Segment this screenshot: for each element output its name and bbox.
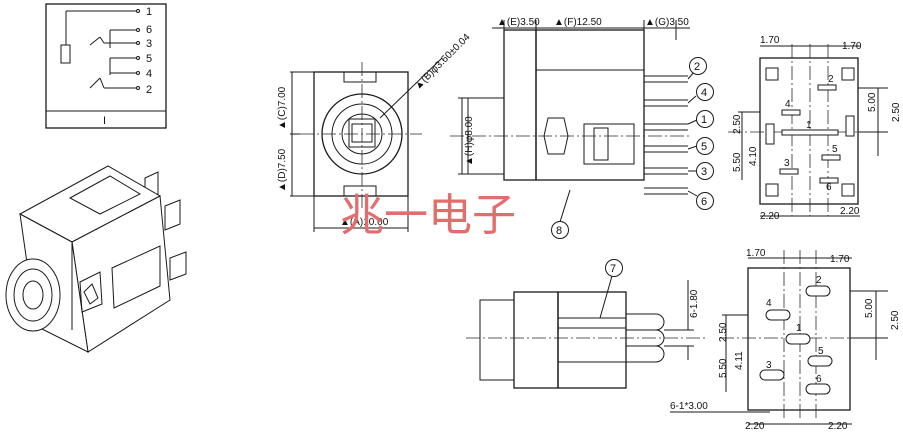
dim-e: ▲(E)3.50 (497, 17, 540, 28)
dim-b: ▲(B)φ3.60±0.04 (412, 32, 473, 93)
fp-top-pad-1: 1 (806, 120, 812, 131)
callout-7: 7 (610, 263, 616, 275)
fp-top-dim-2.50r: 2.50 (891, 102, 902, 122)
fp-bot-dim-2: 1.70 (830, 254, 850, 265)
dim-pins: 6-1.80 (689, 289, 700, 318)
dim-f: ▲(F)12.50 (554, 17, 602, 28)
callout-8: 8 (556, 225, 562, 237)
dim-g: ▲(G)3.50 (645, 17, 689, 28)
dim-slots: 6-1*3.00 (670, 401, 708, 412)
fp-top-dim-4.10: 4.10 (748, 146, 759, 166)
fp-top-dim-1: 1.70 (760, 35, 780, 46)
bottom-view: 7 6-1.80 6-1*3.00 (466, 259, 770, 413)
fp-bot-pad-3: 3 (766, 360, 772, 371)
callout-3: 3 (701, 166, 707, 178)
schematic-pin-5: 5 (146, 53, 152, 65)
fp-bot-pad-4: 4 (766, 298, 772, 309)
footprint-top: 2 4 1 5 3 6 1.70 1.70 5.00 2.50 2.50 5.5… (728, 35, 902, 222)
fp-top-dim-2.50l: 2.50 (732, 114, 743, 134)
callout-2: 2 (694, 61, 700, 73)
dim-c: ▲(C)7.00 (277, 86, 288, 130)
fp-bot-pad-1: 1 (796, 323, 802, 334)
callout-4: 4 (701, 87, 707, 99)
footprint-bottom: 2 4 1 5 3 6 1.70 1.70 5.00 2.50 2.50 5.5… (718, 248, 901, 432)
dim-d: ▲(D)7.50 (277, 148, 288, 192)
schematic-pin-4: 4 (146, 68, 152, 80)
fp-bot-dim-1: 1.70 (746, 248, 766, 259)
fp-top-pad-3: 3 (784, 158, 790, 169)
fp-bot-dim-5.00: 5.00 (864, 298, 875, 318)
side-view: ▲(E)3.50 ▲(F)12.50 ▲(G)3.50 ▲(H)φ8.00 2 … (450, 17, 714, 239)
fp-top-dim-5.50: 5.50 (732, 152, 743, 172)
fp-bot-pad-6: 6 (816, 374, 822, 385)
callout-6: 6 (701, 196, 707, 208)
fp-bot-dim-2.20b: 2.20 (828, 421, 848, 432)
fp-top-dim-2.20a: 2.20 (760, 211, 780, 222)
fp-bot-pad-2: 2 (816, 275, 822, 286)
isometric-view (5, 165, 187, 353)
dim-h: ▲(H)φ8.00 (464, 116, 475, 166)
fp-bot-dim-5.50: 5.50 (718, 358, 729, 378)
fp-top-dim-2.20b: 2.20 (840, 206, 860, 217)
schematic-pin-1: 1 (146, 6, 152, 18)
fp-bot-pad-5: 5 (818, 346, 824, 357)
schematic-pin-2: 2 (146, 84, 152, 96)
fp-top-pad-4: 4 (785, 99, 791, 110)
fp-top-pad-5: 5 (832, 144, 838, 155)
schematic-pin-6: 6 (146, 24, 152, 36)
schematic-label: I (103, 115, 106, 127)
callout-1: 1 (701, 114, 707, 126)
dim-a: ▲(A)10.00 (340, 217, 389, 228)
fp-bot-dim-2.20a: 2.20 (745, 421, 765, 432)
fp-bot-dim-4.11: 4.11 (734, 351, 745, 370)
fp-top-dim-5.00: 5.00 (867, 92, 878, 112)
fp-top-pad-2: 2 (828, 74, 834, 85)
fp-top-dim-2: 1.70 (842, 41, 862, 52)
fp-top-pad-6: 6 (826, 182, 832, 193)
callout-5: 5 (701, 141, 707, 153)
fp-bot-dim-2.50l: 2.50 (718, 322, 729, 342)
fp-bot-dim-2.50r: 2.50 (890, 310, 901, 330)
watermark: 兆一电子 (340, 190, 516, 241)
schematic-pin-3: 3 (146, 38, 152, 50)
schematic-symbol: I 1 6 3 5 4 2 (45, 3, 167, 129)
